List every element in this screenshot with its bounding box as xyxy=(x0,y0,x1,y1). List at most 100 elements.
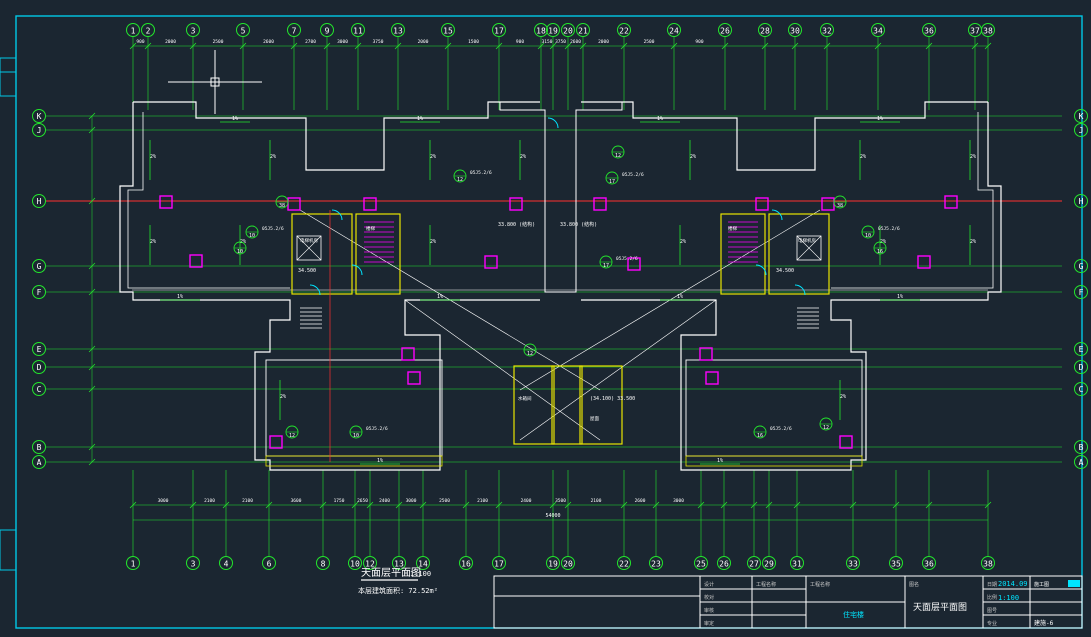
slope-arrow: 2% xyxy=(859,140,866,180)
axis-bubble-right xyxy=(1074,285,1088,299)
dimension-text: 2500 xyxy=(213,39,224,45)
axis-bubble-bottom xyxy=(561,556,575,570)
dimension-tick xyxy=(537,42,545,50)
dimension-text: 2400 xyxy=(521,498,532,504)
axis-label-bottom: 20 xyxy=(563,560,573,569)
dimension-tick xyxy=(88,288,96,296)
axis-bubble-top xyxy=(667,23,681,37)
dimension-tick xyxy=(793,501,801,509)
axis-bubble-left xyxy=(32,109,46,123)
dimension-text: 2400 xyxy=(379,498,390,504)
slope-arrow: 2% xyxy=(239,225,246,265)
dimension-text: 900 xyxy=(695,39,703,45)
dimension-tick xyxy=(351,501,359,509)
axis-bubble-top xyxy=(820,23,834,37)
callout-number: 12 xyxy=(615,153,621,159)
slope-arrow: 2% xyxy=(679,225,686,265)
frame-left-tab-lower xyxy=(0,529,17,571)
dimension-tick xyxy=(419,501,427,509)
slope-label: 1% xyxy=(417,116,423,122)
core-room xyxy=(355,213,401,295)
dimension-tick xyxy=(765,501,773,509)
axis-label-right: H xyxy=(1079,197,1084,206)
axis-bubble-left xyxy=(32,342,46,356)
axis-bubble-bottom xyxy=(762,556,776,570)
dimension-text: 2100 xyxy=(204,498,215,504)
axis-bubble-right xyxy=(1074,382,1088,396)
dimension-tick xyxy=(670,42,678,50)
dimension-tick xyxy=(549,501,557,509)
dimension-text: 2600 xyxy=(570,39,581,45)
slope-label: 2% xyxy=(240,239,246,245)
door-swing xyxy=(351,264,363,276)
callout-number: 10 xyxy=(865,233,871,239)
elevation-label: (34.100) 33.500 xyxy=(590,396,635,402)
elevation-label: 33.800 (结构) xyxy=(498,221,535,228)
callout-number: 12 xyxy=(457,177,463,183)
slope-label: 2% xyxy=(270,154,276,160)
room-label: 楼梯 xyxy=(366,225,375,232)
axis-label-top: 5 xyxy=(241,27,246,36)
callout-number: 10 xyxy=(237,249,243,255)
title-stage: 施工图 xyxy=(1034,581,1049,588)
roof-drain xyxy=(401,347,415,361)
callout-number: 12 xyxy=(527,351,533,357)
room-label: 屋面 xyxy=(590,416,599,422)
slope-label: 2% xyxy=(520,154,526,160)
axis-label-left: E xyxy=(37,345,42,354)
axis-bubble-right xyxy=(1074,109,1088,123)
elevator-cross xyxy=(296,235,322,261)
dimension-tick xyxy=(354,42,362,50)
axis-bubble-bottom xyxy=(694,556,708,570)
detail-callout: 10 xyxy=(233,241,247,255)
svg-text:审核: 审核 xyxy=(704,607,714,614)
detail-callout: 12 xyxy=(523,343,537,357)
axis-label-top: 7 xyxy=(292,27,297,36)
slope-arrow: 2% xyxy=(269,140,276,180)
gutter xyxy=(685,455,863,467)
roof-drain xyxy=(509,197,523,211)
dimension-text: 3150 xyxy=(542,39,553,45)
dimension-tick xyxy=(823,42,831,50)
axis-bubble-right xyxy=(1074,123,1088,137)
roof-drain xyxy=(944,195,958,209)
axis-label-top: 11 xyxy=(353,27,363,36)
roof-hip-line xyxy=(519,299,717,441)
axis-bubble-left xyxy=(32,259,46,273)
roof-drain xyxy=(627,257,641,271)
floor-plan xyxy=(119,101,1002,471)
slope-arrow: 1% xyxy=(360,458,400,465)
gutter xyxy=(265,455,443,467)
dimension-tick xyxy=(88,363,96,371)
dimension-tick xyxy=(265,501,273,509)
axis-label-top: 22 xyxy=(619,27,629,36)
dimension-tick xyxy=(88,345,96,353)
slope-label: 2% xyxy=(680,239,686,245)
axis-label-top: 32 xyxy=(822,27,832,36)
axis-label-right: D xyxy=(1079,363,1084,372)
inner-parapet-left xyxy=(127,112,290,289)
svg-text:工程名称: 工程名称 xyxy=(810,581,830,588)
svg-text:专业: 专业 xyxy=(987,620,997,627)
axis-bubble-top xyxy=(126,23,140,37)
axis-bubble-bottom xyxy=(717,556,731,570)
dimension-tick xyxy=(984,501,992,509)
axis-label-left: D xyxy=(37,363,42,372)
slope-label: 2% xyxy=(150,154,156,160)
axis-bubble-bottom xyxy=(262,556,276,570)
slope-arrow: 2% xyxy=(429,140,436,180)
room-label: 电梯机房 xyxy=(798,237,816,244)
dimension-tick xyxy=(495,501,503,509)
axis-bubble-bottom xyxy=(747,556,761,570)
axis-label-bottom: 36 xyxy=(924,560,934,569)
dimension-tick xyxy=(925,42,933,50)
dimension-tick xyxy=(88,443,96,451)
dimension-text: 900 xyxy=(516,39,524,45)
elevation-label: 33.800 (结构) xyxy=(560,221,597,228)
core-room xyxy=(513,365,555,445)
axis-bubble-top xyxy=(617,23,631,37)
annotation-layer: 2%2%2%2%2%2%2%2%2%2%2%2%2%2%2%1%1%1%1%1%… xyxy=(149,116,976,465)
roof-hip-line xyxy=(404,299,601,441)
